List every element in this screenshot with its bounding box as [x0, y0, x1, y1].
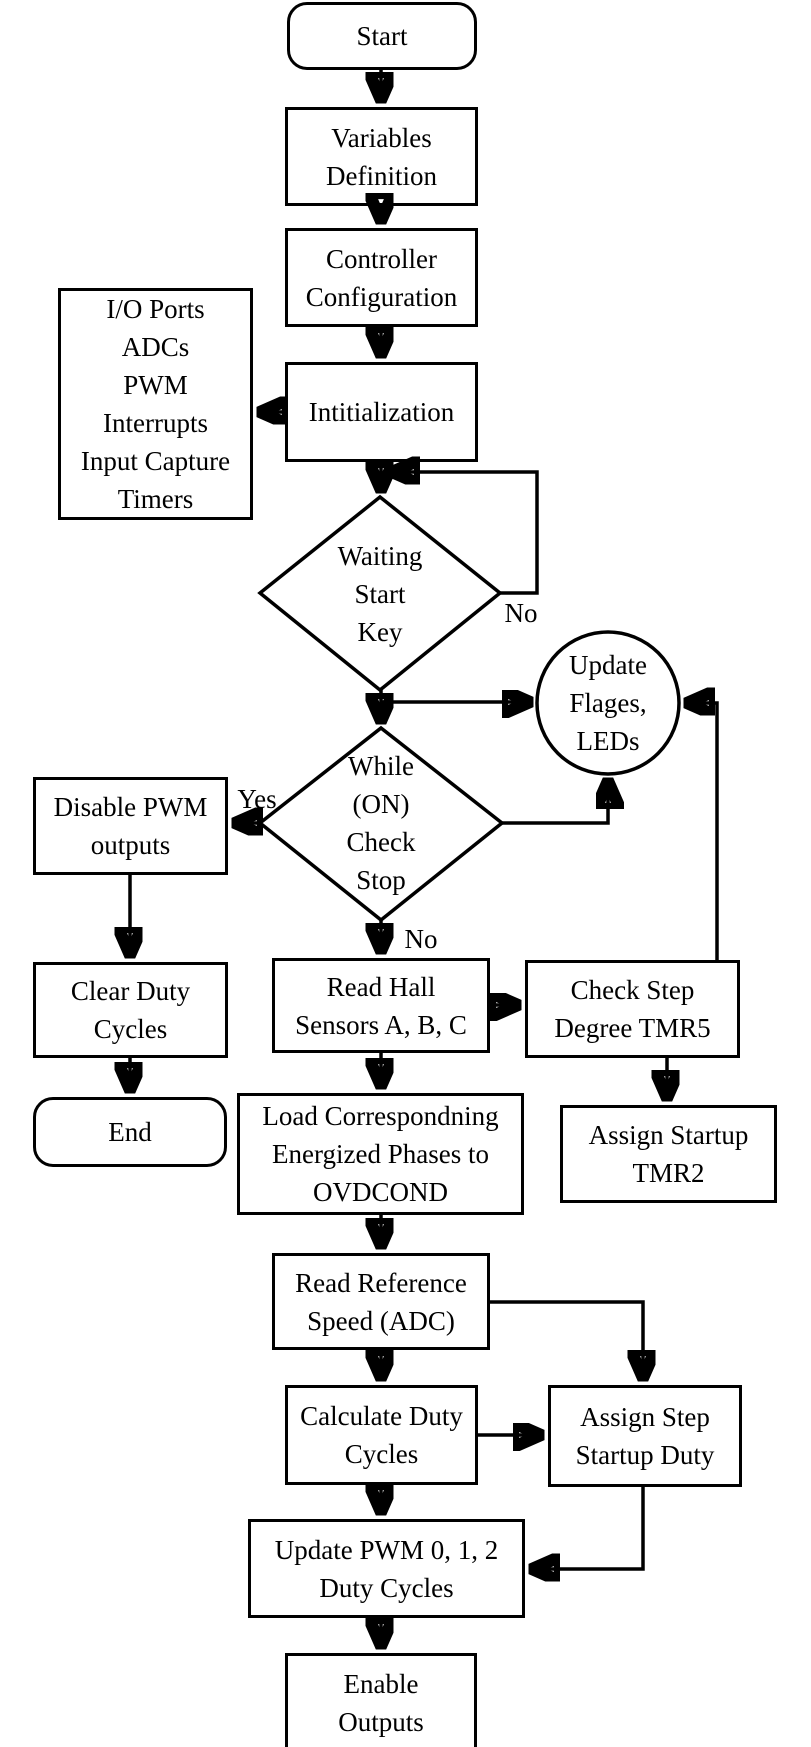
node-read-reference-speed: Read Reference Speed (ADC)	[272, 1253, 490, 1350]
node-assign-step-startup-duty: Assign Step Startup Duty	[548, 1385, 742, 1487]
node-label: Enable	[343, 1669, 419, 1699]
node-initialization: Intitialization	[285, 362, 478, 462]
node-label: Check	[346, 827, 416, 857]
node-label: Sensors A, B, C	[295, 1009, 467, 1040]
node-label: Controller	[326, 243, 437, 274]
node-controller-configuration: Controller Configuration	[285, 228, 478, 327]
node-check-step-degree: Check Step Degree TMR5	[525, 960, 740, 1058]
node-io-peripherals: I/O Ports ADCs PWM Interrupts Input Capt…	[58, 288, 253, 520]
node-label: Definition	[326, 160, 437, 191]
node-label: End	[108, 1117, 152, 1147]
node-label: Check Step	[570, 975, 695, 1005]
node-label: Timers	[117, 484, 194, 514]
node-label: While	[348, 751, 414, 781]
node-label: Start	[354, 579, 406, 609]
node-label: Energized Phases to	[272, 1139, 489, 1169]
node-label: Cycles	[93, 1014, 168, 1044]
node-label: Cycles	[344, 1439, 419, 1469]
node-label: Degree TMR5	[554, 1013, 711, 1043]
node-label: Outputs	[338, 1707, 424, 1737]
node-label: outputs	[90, 830, 171, 860]
node-label: Duty Cycles	[319, 1572, 454, 1603]
node-label: Stop	[356, 865, 406, 895]
node-label: Flages,	[569, 688, 647, 718]
edge-label-while-no: No	[404, 924, 438, 954]
node-label: Interrupts	[103, 408, 208, 438]
node-waiting-start-key-label: Waiting Start Key	[338, 537, 423, 651]
edge-checkstep-updateflags	[687, 703, 719, 960]
node-label: TMR2	[632, 1158, 705, 1188]
node-label: ADCs	[121, 332, 190, 362]
node-disable-pwm-outputs: Disable PWM outputs	[33, 777, 228, 875]
node-enable-outputs: Enable Outputs	[285, 1653, 477, 1747]
node-label: Clear Duty	[70, 976, 191, 1006]
node-label: Read Reference	[295, 1267, 467, 1298]
edge-label-while-yes: Yes	[237, 784, 277, 814]
node-label: Disable PWM	[53, 792, 208, 822]
node-label: Startup Duty	[575, 1440, 715, 1470]
node-label: Read Hall	[326, 971, 436, 1002]
node-label: Update	[569, 650, 647, 680]
node-calculate-duty-cycles: Calculate Duty Cycles	[285, 1385, 478, 1485]
node-label: Input Capture	[80, 446, 231, 476]
node-label: Intitialization	[308, 397, 455, 427]
node-label: Load Correspondning	[262, 1101, 499, 1131]
node-label: OVDCOND	[313, 1177, 448, 1207]
node-label: Calculate Duty	[300, 1401, 463, 1431]
node-label: Waiting	[337, 541, 423, 571]
node-label: Start	[356, 21, 408, 51]
node-label: Assign Startup	[588, 1120, 749, 1150]
edge-assignduty-updatepwm	[532, 1487, 645, 1569]
node-end: End	[33, 1097, 227, 1167]
edge-label-waiting-no: No	[504, 598, 538, 628]
node-load-energized-phases: Load Correspondning Energized Phases to …	[237, 1093, 524, 1215]
node-label: (ON)	[352, 789, 410, 819]
node-clear-duty-cycles: Clear Duty Cycles	[33, 962, 228, 1058]
node-label: Update PWM 0, 1, 2	[274, 1534, 499, 1565]
node-label: Speed (ADC)	[307, 1305, 455, 1336]
node-variables-definition: Variables Definition	[285, 107, 478, 206]
node-assign-startup-tmr2: Assign Startup TMR2	[560, 1105, 777, 1203]
node-label: Configuration	[305, 281, 458, 312]
node-update-pwm-duty-cycles: Update PWM 0, 1, 2 Duty Cycles	[248, 1519, 525, 1618]
node-read-hall-sensors: Read Hall Sensors A, B, C	[272, 958, 490, 1053]
edge-readref-assignduty	[490, 1300, 643, 1378]
node-label: LEDs	[576, 726, 640, 756]
node-label: Key	[357, 617, 403, 647]
node-update-flags-leds-label: Update Flages, LEDs	[569, 646, 647, 760]
node-label: PWM	[123, 370, 188, 400]
node-while-check-stop-label: While (ON) Check Stop	[347, 747, 416, 899]
node-label: Assign Step	[580, 1402, 710, 1432]
node-label: Variables	[331, 122, 432, 153]
node-start: Start	[287, 2, 477, 70]
node-label: I/O Ports	[106, 294, 205, 324]
edge-while-updateflags	[502, 781, 608, 825]
